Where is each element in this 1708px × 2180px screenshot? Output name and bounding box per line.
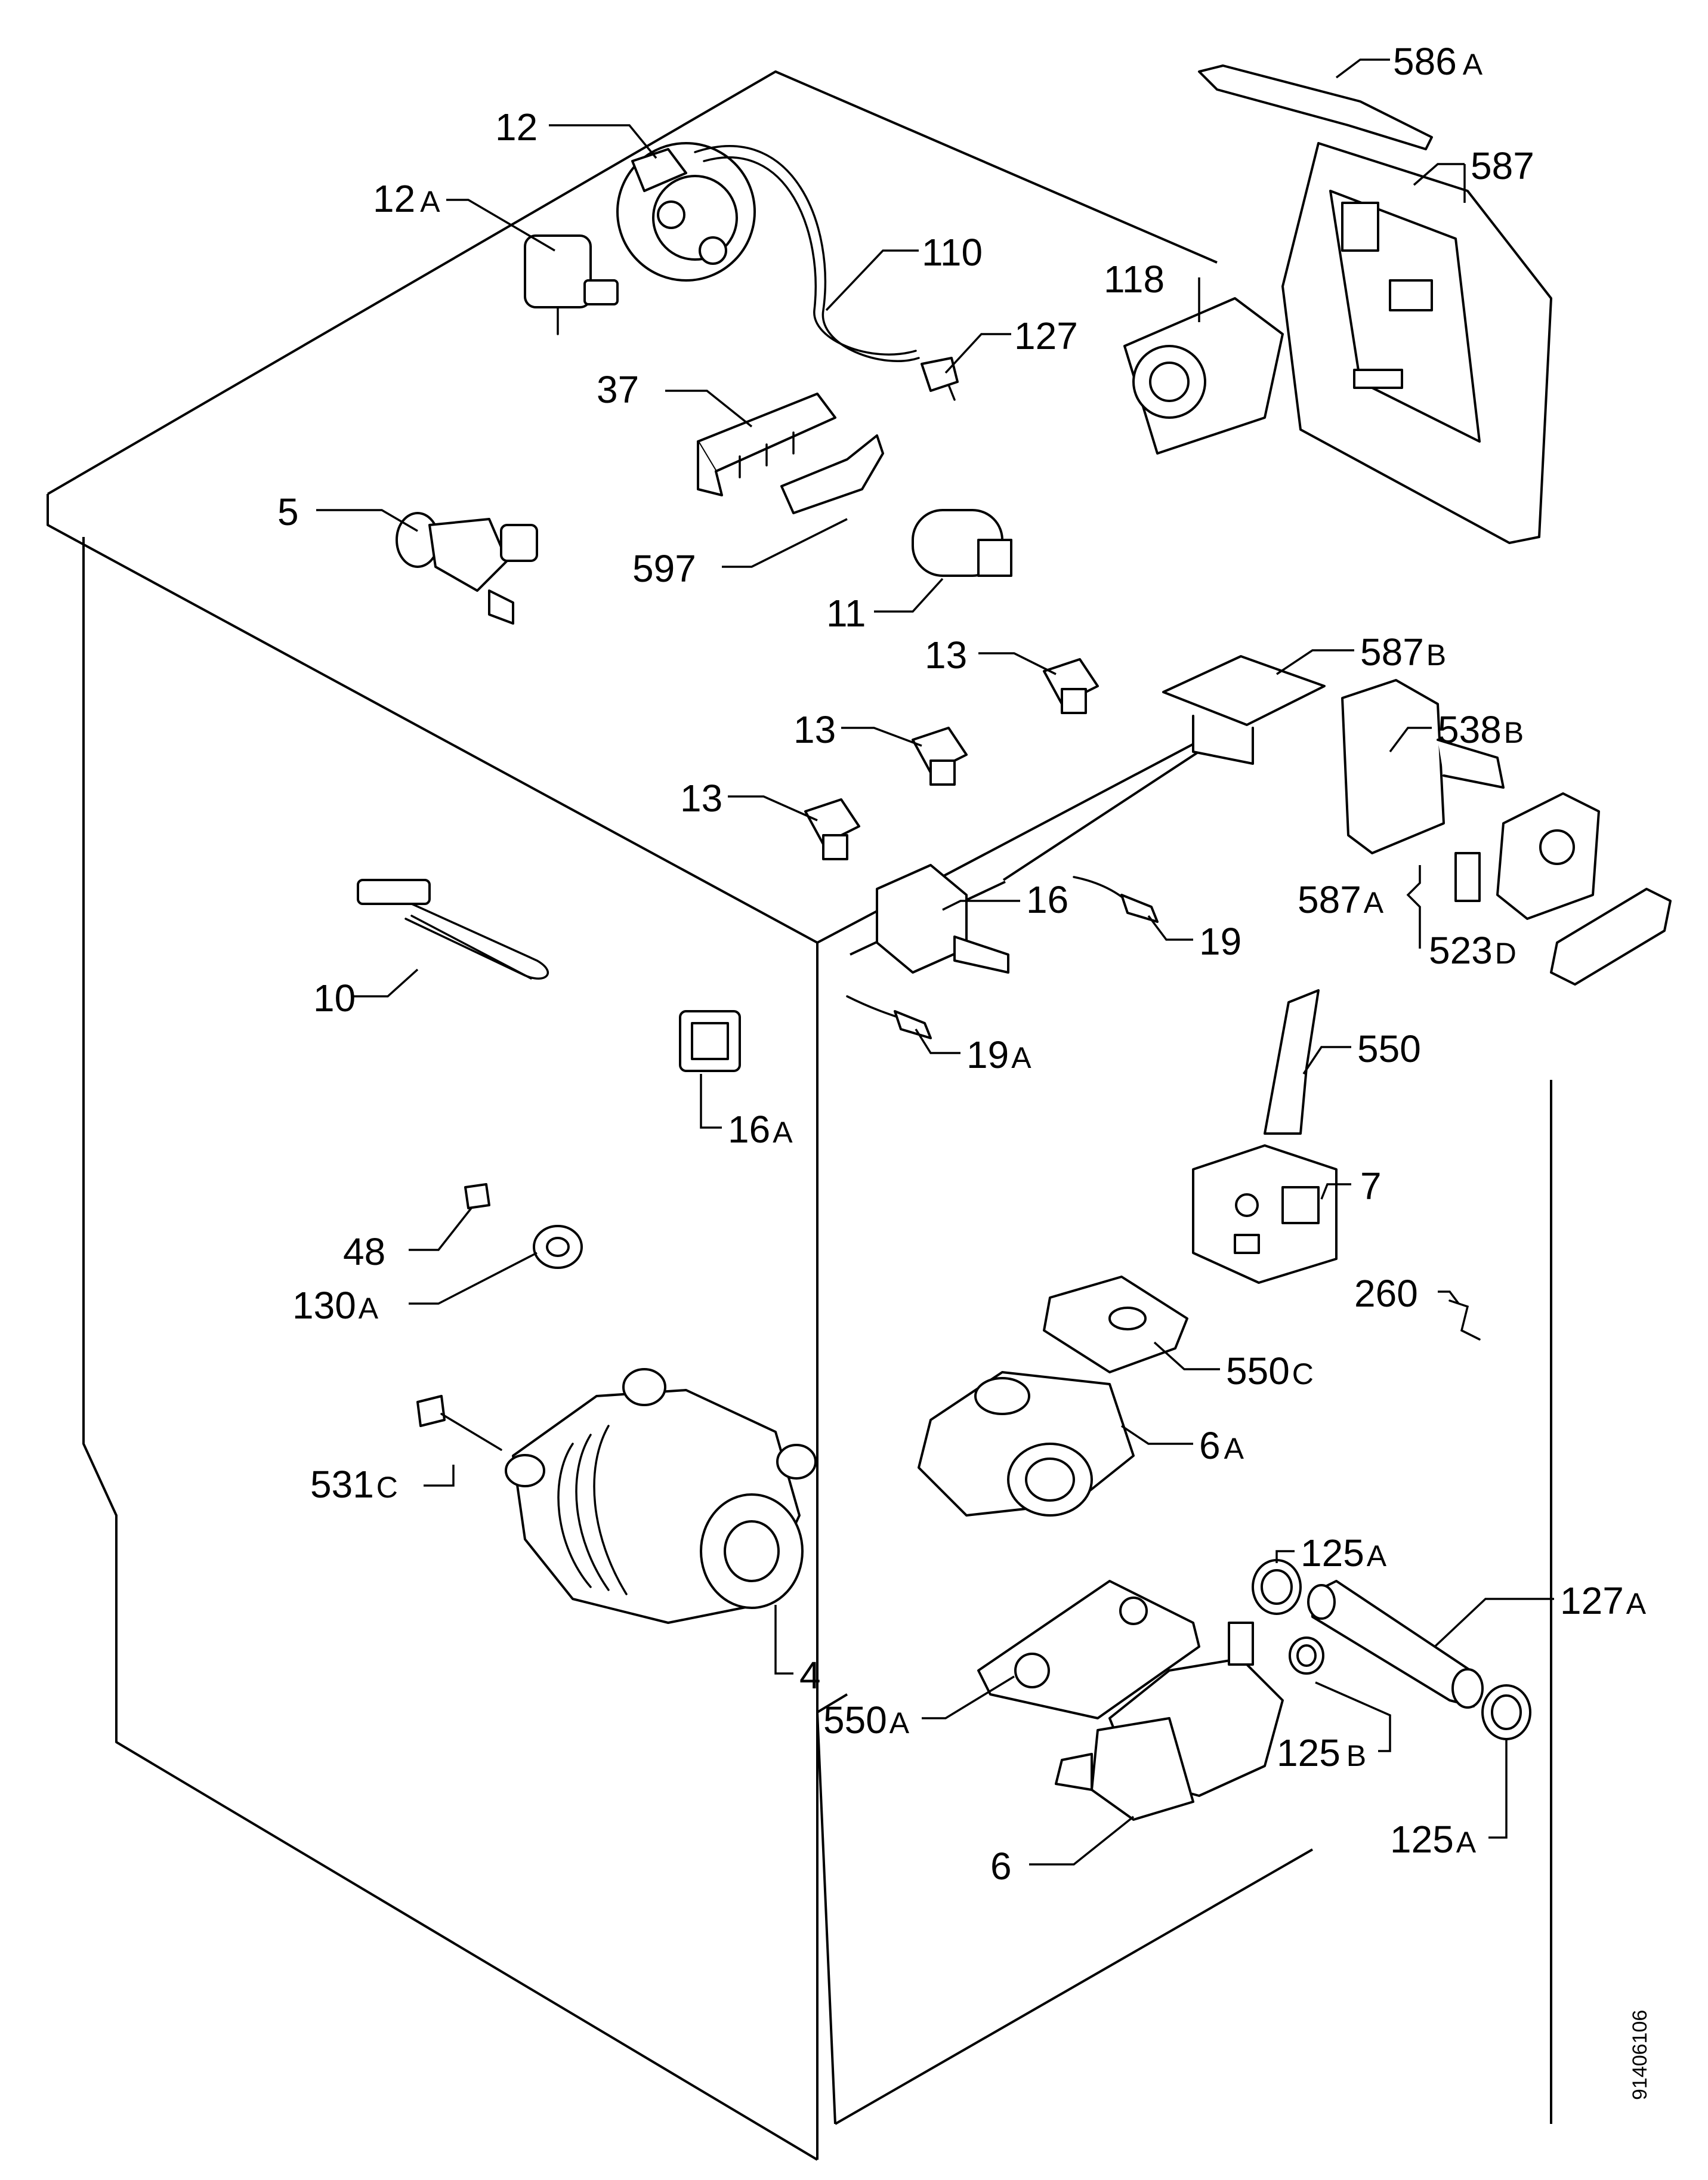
callout-16: 16 [1026, 878, 1068, 921]
callout-13-middle: 13 [793, 708, 836, 751]
callout-16A: 16A [728, 1108, 793, 1151]
part-260-clip [1448, 1299, 1481, 1341]
part-12-pressure-switch [616, 142, 756, 282]
callout-11: 11 [826, 592, 866, 635]
part-523D-holder [1550, 888, 1672, 986]
callout-6: 6 [990, 1845, 1012, 1888]
part-5-water-valve [396, 512, 538, 625]
part-6A-pump [918, 1371, 1135, 1517]
part-125B-seal [1289, 1636, 1324, 1675]
part-6-drain-pump [1055, 1622, 1284, 1821]
part-538B-bracket [1341, 679, 1505, 854]
part-550C-cover [1043, 1276, 1188, 1373]
part-11-capacitor [912, 509, 1012, 577]
callout-550C: 550C [1226, 1350, 1314, 1392]
callout-523D: 523D [1429, 929, 1516, 972]
part-13-connector-2 [912, 727, 968, 786]
callout-10: 10 [313, 977, 356, 1020]
part-586A-bracket [1198, 64, 1433, 150]
part-16A-switch [679, 1010, 741, 1072]
part-37-terminal-block [697, 393, 836, 496]
part-587A-board [1454, 792, 1600, 920]
callout-brace [1406, 865, 1421, 949]
callout-125A-top: 125A [1301, 1531, 1387, 1574]
callout-4: 4 [799, 1654, 821, 1697]
callout-7: 7 [1360, 1165, 1382, 1208]
part-587-control-panel [1281, 142, 1552, 544]
callout-531C: 531C [310, 1463, 398, 1506]
part-587B-pcb [1162, 655, 1326, 765]
callout-13-bottom: 13 [680, 777, 722, 820]
part-597-clip [780, 434, 884, 514]
callout-37: 37 [597, 368, 639, 411]
callout-19A: 19A [966, 1033, 1031, 1076]
part-10-heater [357, 879, 549, 980]
part-118-timer [1123, 297, 1284, 455]
part-16-door-lock [876, 864, 1009, 974]
callout-130A: 130A [292, 1284, 379, 1327]
leader-lines [316, 58, 1554, 1866]
part-127A-hose [1307, 1580, 1484, 1709]
callout-125A-bottom: 125A [1390, 1818, 1477, 1861]
callout-550A: 550A [823, 1699, 910, 1741]
callout-127A: 127A [1560, 1579, 1647, 1622]
callout-260: 260 [1354, 1272, 1418, 1315]
callout-587A: 587A [1298, 878, 1384, 921]
part-125A-seal-bottom [1481, 1684, 1531, 1740]
callout-5: 5 [277, 490, 299, 533]
part-7-motor-brush [1192, 1144, 1338, 1284]
callout-587: 587 [1471, 144, 1534, 187]
part-125A-seal-top [1252, 1559, 1302, 1615]
part-48-screw [464, 1183, 490, 1209]
callout-48: 48 [343, 1230, 385, 1273]
part-19-wire [1073, 876, 1159, 923]
part-130A-bushing [533, 1225, 583, 1269]
part-127-connector [921, 357, 959, 401]
part-12A-level-switch [524, 234, 619, 335]
callout-587B: 587B [1360, 631, 1446, 674]
part-531C-bolt [416, 1395, 502, 1451]
callout-538B: 538B [1438, 708, 1524, 751]
callout-19: 19 [1199, 920, 1241, 963]
callout-118: 118 [1104, 258, 1165, 301]
callout-597: 597 [632, 547, 696, 590]
callout-13-top: 13 [925, 634, 967, 677]
cabinet-outline [47, 70, 1552, 2161]
part-550A-cover [977, 1580, 1200, 1719]
part-4-motor [505, 1368, 817, 1624]
callout-550: 550 [1357, 1027, 1421, 1070]
part-13-connector-3 [804, 798, 860, 860]
callout-110: 110 [922, 231, 983, 274]
part-13-connector-1 [1043, 658, 1099, 714]
document-number: 91406106 [1629, 2010, 1651, 2100]
callout-12: 12 [495, 106, 538, 149]
part-550-lever [1264, 989, 1320, 1135]
callout-127: 127 [1014, 314, 1078, 357]
part-110-hose [694, 145, 920, 362]
part-19A-wire [846, 995, 932, 1039]
